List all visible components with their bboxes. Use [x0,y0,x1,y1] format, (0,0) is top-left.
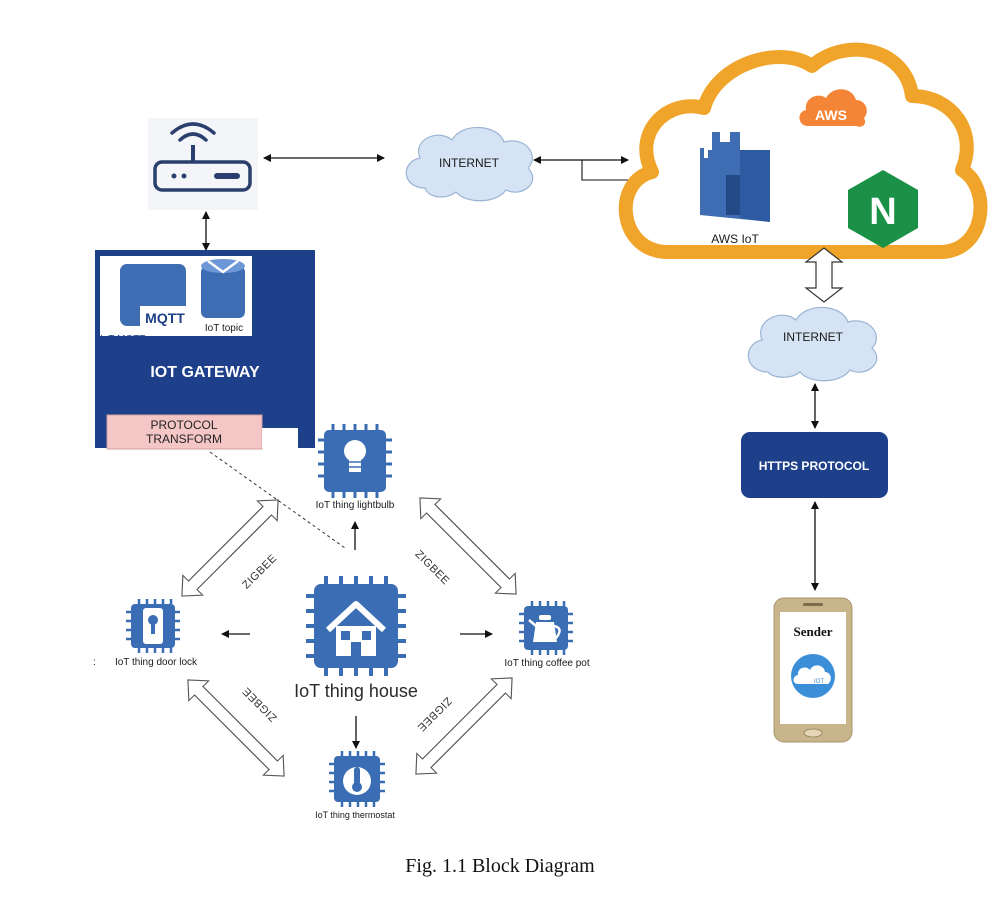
lightbulb-chip-icon [318,424,392,498]
internet-right-label: INTERNET [783,330,844,344]
gateway-title: IOT GATEWAY [150,364,260,381]
house-chip-icon [306,576,406,676]
door-lock-label: IoT thing door lock [115,657,198,668]
router-icon [148,118,258,210]
phone-icon: Sender IOT [773,597,853,743]
phone-title: Sender [794,624,833,639]
aws-iot-icon: AWS IoT [700,132,770,246]
aws-cloud [618,42,988,259]
mqtt-caption: IoT MQTT [100,334,145,345]
gateway-house-dashed-line [209,451,346,549]
iot-gateway-box: MQTT IoT MQTT IoT topic IOT GATEWAY PROT… [95,250,315,450]
topic-label: IoT topic [205,323,243,334]
thermostat-label: IoT thing thermostat [315,810,395,820]
internet-cloud-secondary-line [581,160,632,181]
internet-right-cloud: INTERNET [747,306,878,382]
https-label: HTTPS PROTOCOL [759,459,869,473]
zigbee-arrow-lower-left [177,669,295,787]
nginx-letter: N [869,191,896,233]
nginx-icon: N [848,170,918,248]
coffee-pot-chip-icon [519,601,573,655]
door-lock-chip-icon [126,599,180,653]
internet-top-cloud: INTERNET [405,126,534,202]
lightbulb-label: IoT thing lightbulb [316,500,395,511]
zigbee-label-upper-left: ZIGBEE [240,552,279,591]
https-protocol-box: HTTPS PROTOCOL [741,432,888,498]
aws-logo-icon: AWS [799,89,867,127]
zigbee-arrow-upper-right [409,487,527,605]
zigbee-arrow-upper-left [171,489,289,607]
mqtt-label: MQTT [145,310,185,326]
aws-logo-text: AWS [815,107,847,123]
zigbee-label-upper-right: ZIGBEE [413,548,452,587]
phone-icon-text: IOT [814,679,824,685]
thermostat-chip-icon [329,751,385,807]
internet-top-label: INTERNET [439,156,500,170]
protocol-line-2: TRANSFORM [146,432,222,446]
coffee-pot-label: IoT thing coffee pot [504,658,589,669]
aws-iot-label: AWS IoT [711,232,759,246]
zigbee-label-lower-left: ZIGBEE [240,685,279,724]
house-label: IoT thing house [294,681,418,701]
zigbee-label-lower-right: ZIGBEE [415,695,454,734]
mqtt-icon: MQTT [120,264,190,328]
cloud-internet-hollow-arrow [804,247,844,303]
figure-caption: Fig. 1.1 Block Diagram [405,855,595,877]
door-lock-prefix: : [93,657,96,668]
topic-icon: IoT topic [201,259,245,334]
protocol-line-1: PROTOCOL [150,418,217,432]
